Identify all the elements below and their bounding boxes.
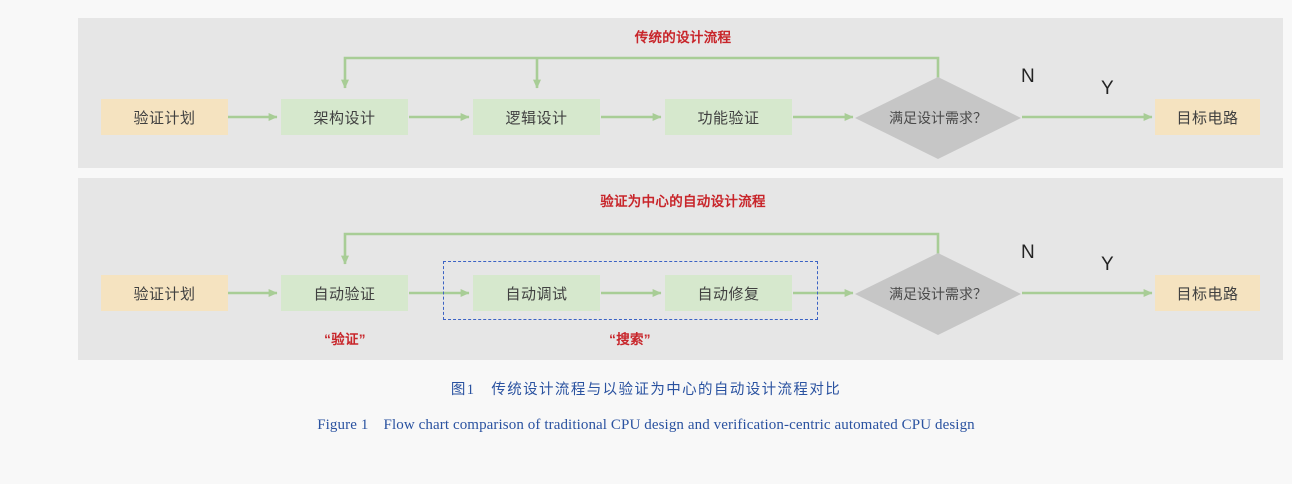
decision-label: 满足设计需求？ [889,110,987,126]
search-group-dashed-box [443,261,818,320]
node-target-circuit-1[interactable]: 目标电路 [1155,99,1260,135]
node-verification-plan-2[interactable]: 验证计划 [101,275,228,311]
node-verification-plan[interactable]: 验证计划 [101,99,228,135]
node-target-circuit-2[interactable]: 目标电路 [1155,275,1260,311]
branch-no-label-1: N [1021,66,1035,87]
node-logic-design[interactable]: 逻辑设计 [473,99,600,135]
decision-meets-requirements-1[interactable]: 满足设计需求？ [855,77,1021,159]
figure-caption-english: Figure 1 Flow chart comparison of tradit… [317,417,975,433]
decision-meets-requirements-2[interactable]: 满足设计需求？ [855,253,1021,335]
branch-no-label-2: N [1021,242,1035,263]
node-auto-repair[interactable]: 自动修复 [665,275,792,311]
node-auto-debug[interactable]: 自动调试 [473,275,600,311]
automated-flow-panel [78,178,1283,360]
figure-caption-chinese: 图1 传统设计流程与以验证为中心的自动设计流程对比 [450,382,842,398]
node-auto-verification[interactable]: 自动验证 [281,275,408,311]
group-label-search: “搜索” [609,332,651,347]
node-architecture-design[interactable]: 架构设计 [281,99,408,135]
node-functional-verification[interactable]: 功能验证 [665,99,792,135]
traditional-flow-panel [78,18,1283,168]
branch-yes-label-1: Y [1101,78,1114,99]
row2-title: 验证为中心的自动设计流程 [600,194,766,209]
row1-title: 传统的设计流程 [634,30,732,45]
group-label-verification: “验证” [324,332,366,347]
decision-label: 满足设计需求？ [889,286,987,302]
branch-yes-label-2: Y [1101,254,1114,275]
